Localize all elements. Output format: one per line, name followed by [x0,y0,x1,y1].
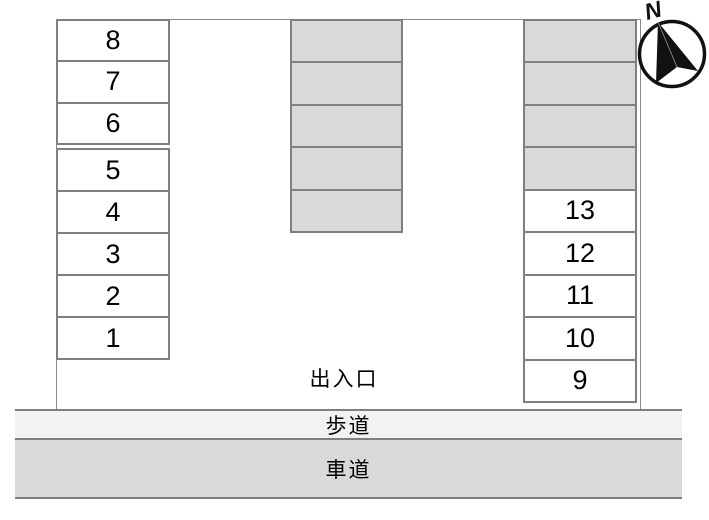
parking-space-6: 6 [58,101,168,143]
parking-space-unavailable [292,188,401,232]
roadway-label: 車道 [325,458,372,482]
parking-space-unavailable [292,103,401,147]
parking-space-8: 8 [58,21,168,61]
parking-space-5: 5 [58,150,168,190]
parking-space-13: 13 [525,188,635,232]
parking-space-unavailable [525,21,635,62]
sidewalk-strip: 歩道 [15,409,682,440]
parking-space-unavailable [292,21,401,62]
parking-space-unavailable [292,61,401,104]
parking-space-7: 7 [58,60,168,102]
parking-space-unavailable [525,146,635,189]
parking-space-3: 3 [58,232,168,274]
parking-space-10: 10 [525,316,635,359]
parking-space-4: 4 [58,190,168,232]
parking-space-1: 1 [58,316,168,358]
compass-north-arrow: N [632,0,709,93]
parking-space-9: 9 [525,358,635,401]
parking-space-2: 2 [58,274,168,316]
sidewalk-label: 歩道 [325,414,372,438]
roadway-strip: 車道 [15,440,682,499]
entrance-exit-label: 出入口 [309,368,379,391]
parking-space-11: 11 [525,273,635,317]
parking-space-unavailable [525,103,635,147]
north-arrow-icon: N [637,0,707,89]
compass-n-label: N [642,0,665,25]
parking-space-unavailable [525,61,635,104]
middle-column-unavailable-spaces [290,19,403,233]
parking-space-unavailable [292,146,401,189]
parking-space-12: 12 [525,231,635,274]
